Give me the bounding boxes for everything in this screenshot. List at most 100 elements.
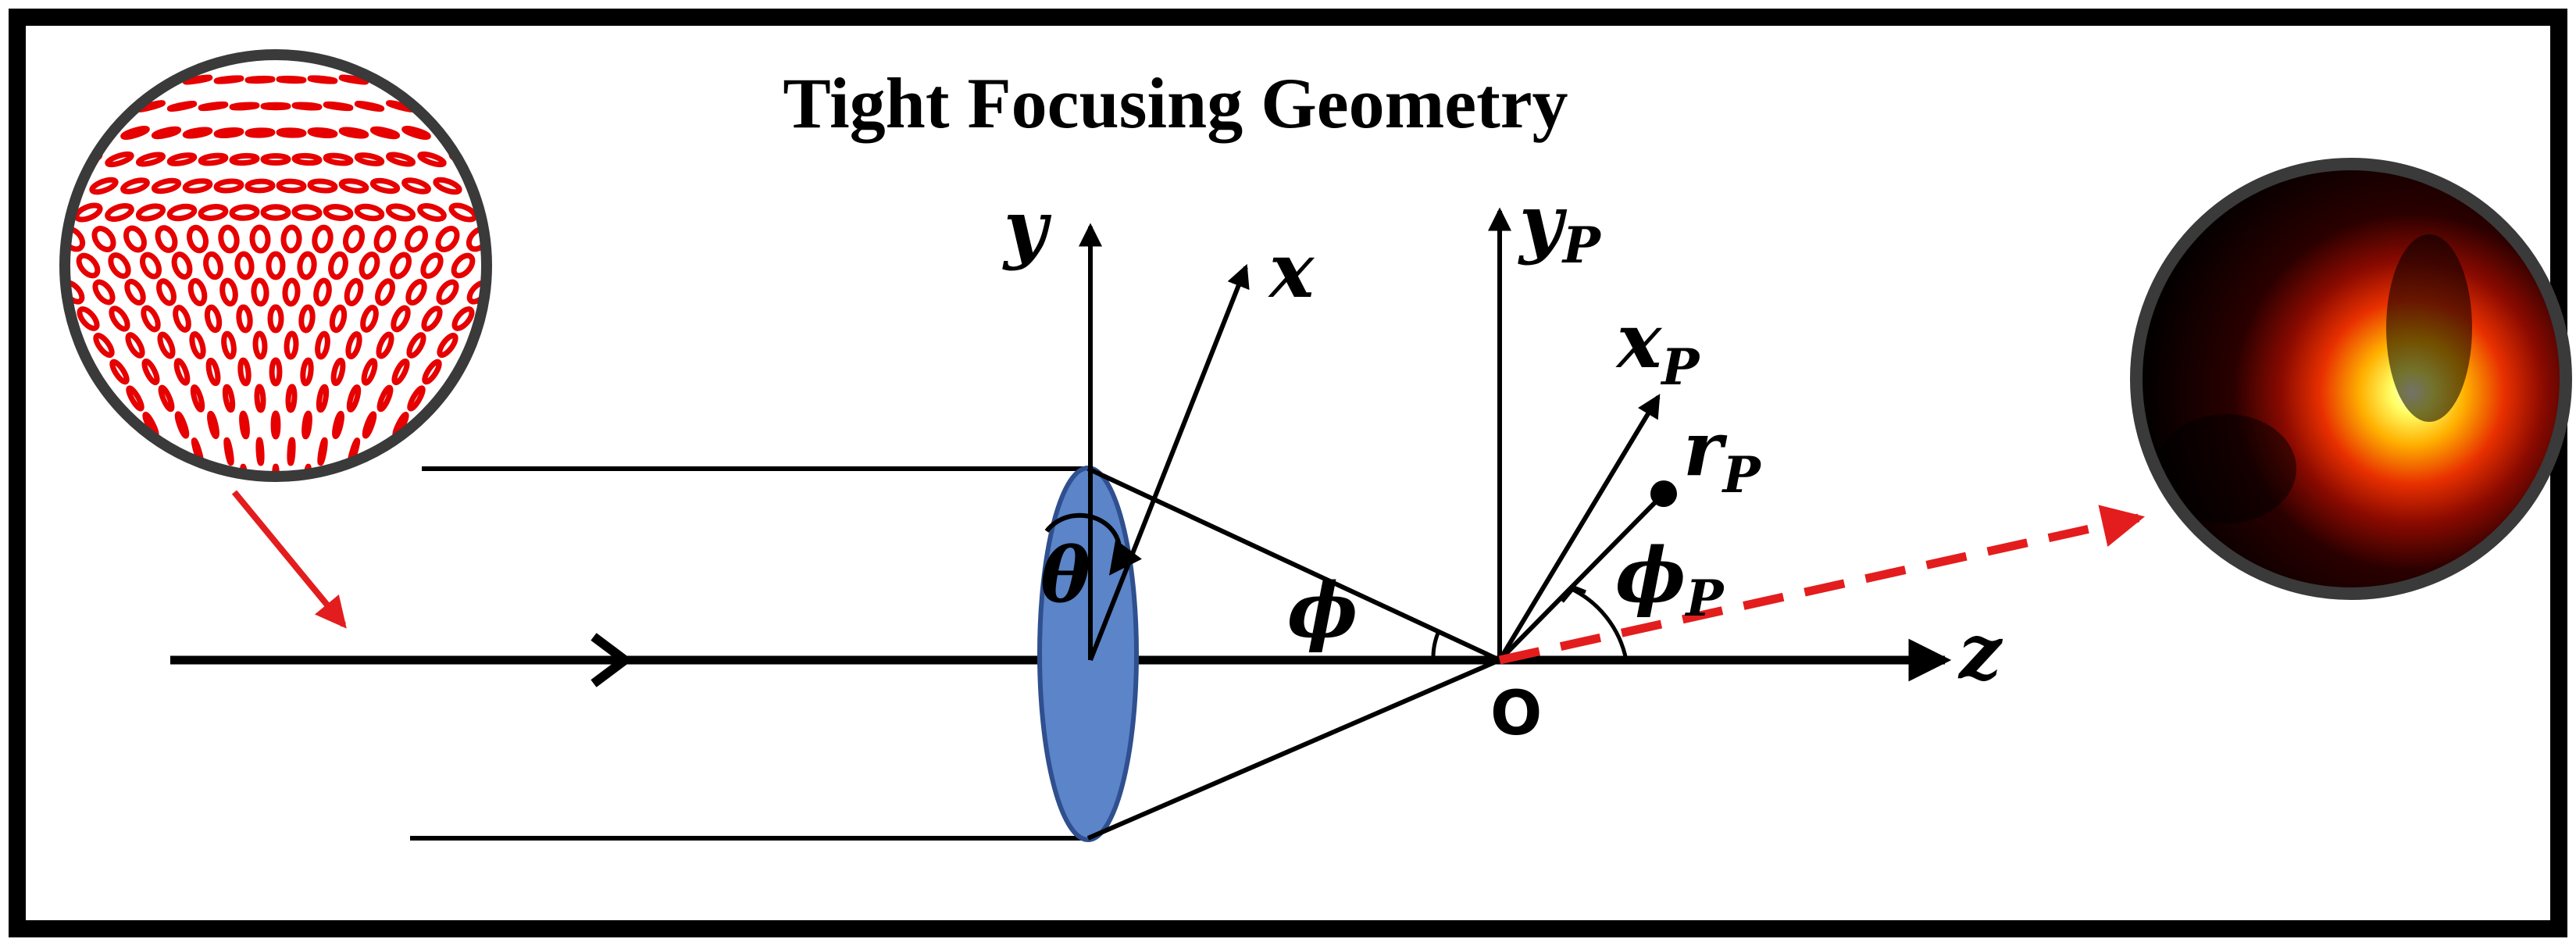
polarization-ellipse [198,152,229,166]
polarization-ellipse [345,331,362,359]
position-vector-rp [1497,491,1666,662]
polarization-ellipse [276,178,307,194]
polarization-ellipse [234,251,255,280]
polarization-ellipse [307,127,338,138]
polarization-ellipse [240,463,249,477]
polarization-ellipse [223,437,234,466]
observation-point [1650,480,1677,507]
polarization-ellipse [182,178,213,194]
polarization-ellipse [284,330,299,360]
polarization-ellipse [451,252,476,279]
polarization-ellipse [151,177,182,195]
polarization-ellipse [437,332,458,359]
polarization-ellipse [361,358,378,386]
polarization-ellipse [362,411,377,439]
polarization-ellipse [373,225,397,253]
polarization-ellipse [260,102,291,111]
polarization-ellipse [323,152,354,166]
polarization-ellipse [417,151,447,168]
polarization-ellipse [291,152,323,166]
polarization-ellipse [120,126,150,140]
polarization-ellipse [229,102,260,111]
polarization-ellipse [157,331,176,359]
polarization-ellipse [297,251,317,280]
polarization-ellipse [239,410,250,440]
polarization-ellipse [151,126,182,140]
polarization-ellipse [186,224,209,254]
polarization-ellipse [244,178,276,194]
polarization-ellipse [401,126,431,140]
polarization-ellipse [405,225,428,253]
polarization-ellipse [359,252,380,280]
polarization-ellipse [249,224,271,254]
polarization-ellipse [390,252,412,280]
polarization-ellipse [422,359,442,385]
polarization-ellipse [338,74,369,85]
polarization-ellipse [406,332,426,359]
polarization-ellipse [73,202,103,223]
polarization-ellipse [344,277,364,307]
label-x-p: xP [1615,297,1700,397]
polarization-ellipse [266,251,286,280]
polarization-ellipse [301,410,312,440]
polarization-ellipse [385,203,416,222]
polarization-ellipse [189,331,206,359]
polarization-ellipse [174,411,190,439]
polarization-ellipse [108,252,131,279]
polarization-ellipse [375,278,395,306]
polarization-ellipse [385,152,416,167]
polarization-ellipse [391,358,410,386]
polarization-ellipse [125,332,145,359]
label-theta: θ [1040,531,1090,619]
ray-upper [1086,466,1501,662]
polarization-ellipse [291,102,323,111]
polarization-ellipse [276,127,307,138]
polarization-ellipse [421,305,443,332]
polarization-ellipse [282,277,301,307]
label-phi: ϕ [1287,566,1358,655]
polarization-ellipse [354,152,385,166]
polarization-ellipse [76,252,101,279]
polarization-ellipse [405,278,427,306]
polarization-ellipse [360,305,379,333]
polarization-ellipse [338,178,369,194]
polarization-ellipse [173,358,191,386]
polarization-ellipse [205,357,221,387]
polarization-ellipse [269,357,283,387]
polarization-ellipse [354,100,385,112]
propagation-direction-chevron [590,633,633,687]
polarization-ellipse [354,203,385,222]
polarization-ellipse [312,224,334,254]
polarization-ellipse [126,385,144,412]
polarization-ellipse [156,278,177,306]
polarization-ellipse [401,177,431,195]
theta-rotation-arc [1044,512,1142,576]
polarization-ellipse [221,330,237,360]
polarization-ellipse [255,437,265,466]
polarization-ellipse [369,177,401,195]
polarization-ellipse [190,384,205,412]
polarization-ellipse [198,204,229,221]
polarization-ellipse [213,178,244,194]
polarization-ellipse [141,305,161,333]
polarization-ellipse [207,410,219,440]
polarization-ellipse [436,279,459,305]
polarization-ellipse [91,226,116,252]
polarization-ellipse [323,204,354,221]
polarization-ellipse [307,75,338,84]
polarization-ellipse [173,305,191,333]
polarization-ellipse [260,153,291,166]
label-origin: O [1490,679,1542,749]
polarization-ellipse [391,305,411,333]
polarization-ellipse [417,202,447,223]
polarization-ellipse [260,204,291,221]
polarization-ellipse [280,224,302,254]
polarization-ellipse [93,332,115,359]
polarization-ellipse [267,304,284,334]
polarization-ellipse [182,74,213,85]
polarization-ellipse [203,251,223,280]
polarization-ellipse [158,384,175,412]
polarization-ellipse [198,101,229,112]
polarization-ellipse [218,224,240,254]
